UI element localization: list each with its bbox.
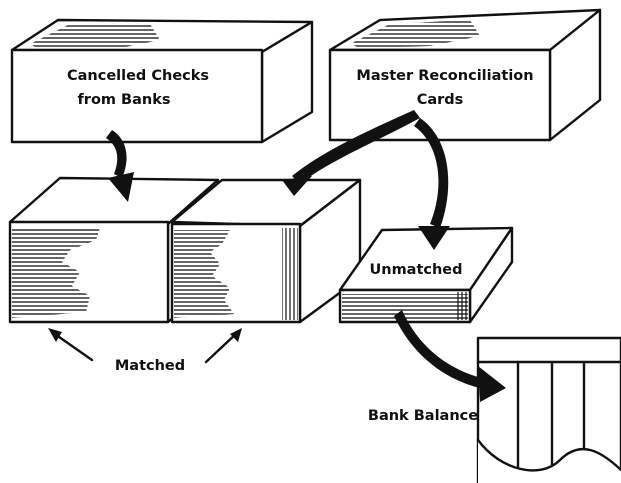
arrow-master-to-matched: [282, 110, 420, 196]
matched-pointer-right-line: [204, 330, 240, 364]
arrow-unmatched-to-ledger: [394, 310, 506, 402]
checks-box-top-shading: [30, 24, 160, 50]
unmatched-label: Unmatched: [369, 262, 462, 278]
arrow-checks-head: [108, 172, 134, 202]
master-box-label-line1: Master Reconciliation: [356, 68, 533, 84]
checks-box-front: [10, 48, 264, 144]
unmatched-spine-hatching: [456, 292, 468, 320]
arrow-master-to-unmatched: [414, 118, 450, 250]
matched-pointers: [48, 328, 242, 364]
ledger-frame: [476, 336, 621, 483]
ledger-torn-mask: [478, 440, 621, 483]
arrow-checks-to-matched: [106, 130, 134, 202]
matched-right-edge-hatching: [174, 230, 234, 318]
matched-label: Matched: [115, 358, 185, 374]
arrow-master-down-head: [418, 226, 450, 250]
master-box-label-line2: Cards: [417, 92, 464, 108]
matched-stack-right: [170, 178, 362, 324]
arrow-unmatched-head: [478, 366, 506, 402]
checks-box-label-line1: Cancelled Checks: [67, 68, 209, 84]
matched-pointer-right-head: [230, 328, 242, 342]
master-box-front: [328, 48, 552, 142]
matched-pointer-left-head: [48, 328, 62, 342]
master-reconciliation-box: Master Reconciliation Cards: [328, 8, 602, 142]
matched-left-edge-hatching: [12, 228, 100, 318]
arrow-master-down-shaft: [414, 118, 449, 228]
bank-balance-label: Bank Balance: [368, 408, 478, 424]
matched-right-spine-hatching: [282, 228, 298, 320]
checks-box-label-line2: from Banks: [77, 92, 170, 108]
arrow-checks-shaft: [106, 130, 127, 178]
bank-ledger-sheet: Bank Balance: [368, 336, 621, 483]
master-box-top-shading: [350, 20, 480, 48]
arrow-master-left-shaft: [292, 110, 420, 184]
unmatched-stack: Unmatched: [338, 226, 514, 324]
cancelled-checks-box: Cancelled Checks from Banks: [10, 18, 314, 144]
arrow-master-left-head: [282, 176, 312, 196]
unmatched-edge-hatching: [342, 294, 468, 320]
ledger-torn-edge: [476, 438, 621, 472]
